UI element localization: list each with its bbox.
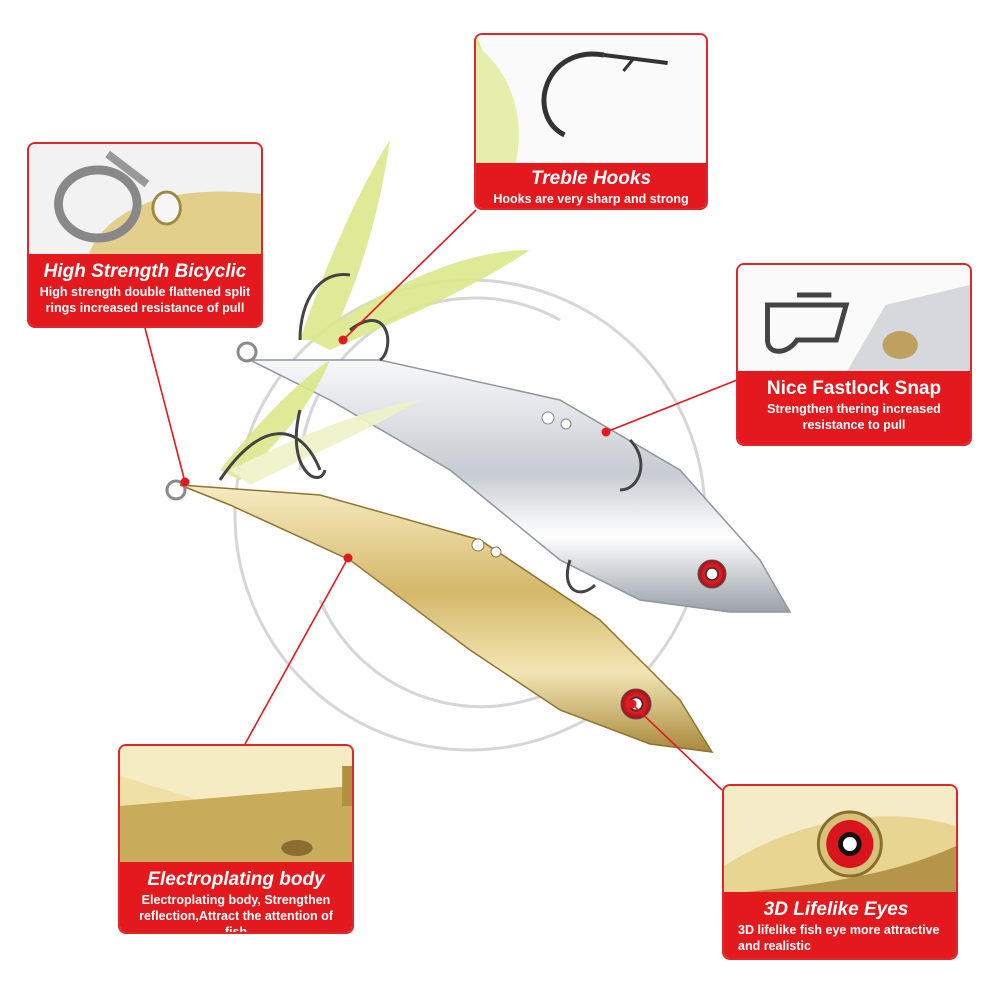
callout-title: 3D Lifelike Eyes — [763, 899, 909, 920]
eye-closeup — [724, 786, 956, 894]
leader-dots — [180, 335, 637, 709]
callout-bicyclic: High Strength Bicyclic High strength dou… — [27, 142, 263, 328]
gold-lure — [165, 479, 714, 753]
callout-title: Nice Fastlock Snap — [766, 378, 942, 399]
leader-lines — [144, 209, 738, 791]
callout-lifelike-eyes: 3D Lifelike Eyes 3D lifelike fish eye mo… — [722, 784, 958, 960]
callout-desc-line2: reflection,Attract the attention of fish — [139, 909, 333, 934]
callout-treble-hooks: Treble Hooks Hooks are very sharp and st… — [474, 33, 708, 210]
callout-desc-line1: Strengthen thering increased — [767, 402, 941, 416]
callout-desc-line2: rings increased resistance of pull — [45, 301, 245, 315]
silver-lure — [236, 341, 792, 613]
callout-title: Electroplating body — [147, 869, 325, 890]
callout-desc-line2: and realistic — [738, 939, 811, 953]
callout-desc-line1: Hooks are very sharp and strong — [493, 192, 689, 206]
hook-closeup — [476, 35, 706, 165]
snap-closeup — [738, 265, 970, 373]
callout-desc-line1: High strength double flattened split — [39, 285, 251, 299]
callout-electroplating-body: Electroplating body Electroplating body,… — [118, 744, 354, 934]
feather-tail — [220, 140, 530, 485]
split-ring-closeup — [29, 144, 261, 256]
treble-hook — [218, 272, 643, 594]
body-closeup — [120, 746, 352, 864]
callout-title: High Strength Bicyclic — [43, 261, 247, 282]
callout-desc-line1: Electroplating body, Strengthen — [141, 893, 331, 907]
callout-desc-line1: 3D lifelike fish eye more attractive — [738, 923, 940, 937]
callout-fastlock-snap: Nice Fastlock Snap Strengthen thering in… — [736, 263, 972, 446]
callout-title: Treble Hooks — [530, 168, 652, 189]
callout-desc-line2: resistance to pull — [802, 418, 906, 432]
